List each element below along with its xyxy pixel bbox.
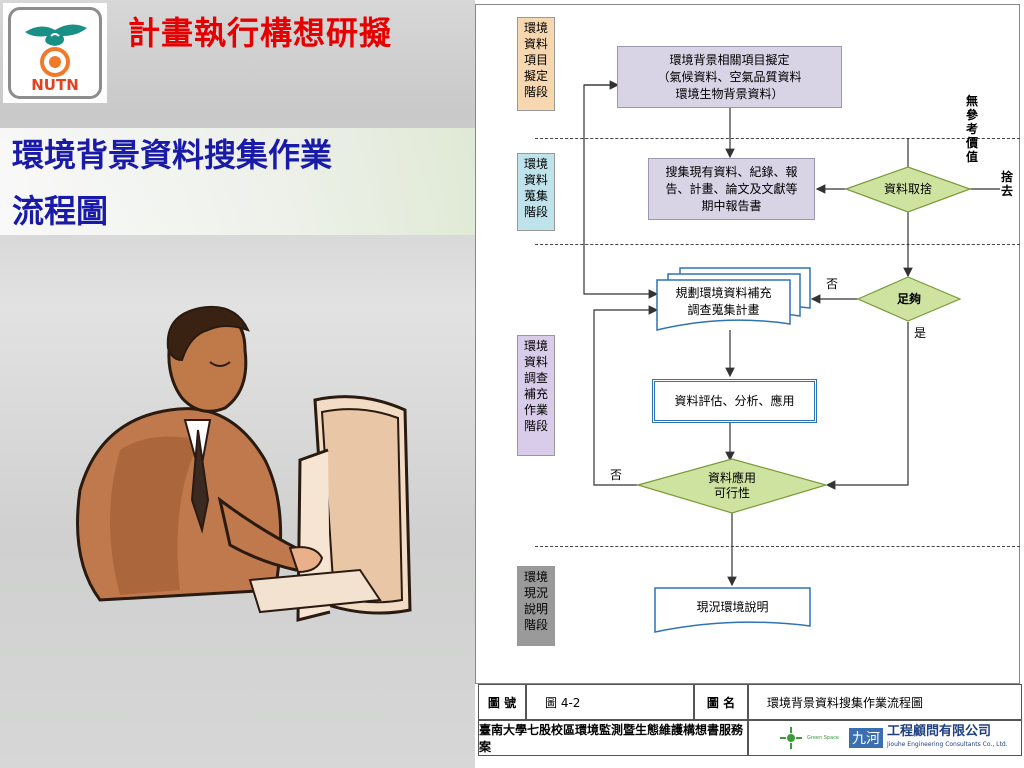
decision-feasibility: 資料應用 可行性	[672, 470, 792, 502]
label-discard: 捨 去	[1000, 170, 1013, 198]
label-no-2: 否	[610, 468, 623, 482]
label-no-1: 否	[826, 277, 839, 291]
decision-feasibility-text: 資料應用 可行性	[707, 471, 756, 500]
process-box-collect-text: 搜集現有資料、紀錄、報 告、計畫、論文及文獻等 期中報告書	[665, 164, 798, 213]
flowchart-frame	[475, 4, 1020, 684]
logo-frame: NUTN	[8, 7, 102, 99]
stage-divider-3	[535, 546, 1020, 547]
process-box-evaluation-text: 資料評估、分析、應用	[674, 393, 795, 408]
company-name-block: 工程顧問有限公司 Jiouhe Engineering Consultants …	[887, 725, 1008, 751]
nutn-logo: NUTN	[3, 3, 107, 103]
decision-sufficient: 足夠	[872, 288, 946, 310]
stage-label-survey: 環境 資料 調查 補充 作業 階段	[517, 335, 555, 456]
fig-name-value: 環境背景資料搜集作業流程圖	[748, 684, 1022, 720]
fig-name-label: 圖 名	[694, 684, 748, 720]
company-name: 工程顧問有限公司	[886, 724, 991, 739]
green-space-logo-text: Green Space	[807, 735, 839, 741]
stage-label-collection: 環境 資料 蒐集 階段	[517, 153, 555, 231]
stage-divider-1	[535, 138, 1020, 139]
nutn-emblem-icon	[25, 24, 87, 77]
page-title: 計畫執行構想研擬	[128, 14, 393, 52]
subtitle-band	[0, 128, 475, 235]
label-no-reference-value: 無 參 考 價 值	[965, 94, 978, 164]
company-name-en: Jiouhe Engineering Consultants Co., Ltd.	[886, 741, 1008, 748]
company-mark: 九河	[848, 728, 883, 748]
decision-data-selection: 資料取捨	[860, 178, 956, 200]
document-box-survey-plan: 規劃環境資料補充 調查蒐集計畫	[657, 282, 790, 322]
stage-label-description: 環境 現況 說明 階段	[517, 566, 555, 646]
green-space-logo-icon	[780, 727, 802, 749]
fig-no-label: 圖 號	[478, 684, 526, 720]
man-at-computer-illustration	[76, 306, 412, 622]
label-yes: 是	[914, 326, 927, 340]
document-box-status: 現況環境說明	[655, 589, 810, 625]
stage-divider-2	[535, 244, 1020, 245]
document-box-status-text: 現況環境說明	[696, 599, 769, 614]
process-box-item-planning-text: 環境背景相關項目擬定 （氣候資料、空氣品質資料 環境生物背景資料）	[657, 52, 802, 101]
process-box-item-planning: 環境背景相關項目擬定 （氣候資料、空氣品質資料 環境生物背景資料）	[617, 46, 842, 108]
stage-label-planning: 環境 資料 項目 擬定 階段	[517, 17, 555, 111]
logo-text: NUTN	[31, 76, 79, 94]
document-box-survey-plan-text: 規劃環境資料補充 調查蒐集計畫	[675, 286, 772, 317]
subtitle-line-2: 流程圖	[12, 192, 109, 230]
fig-no-value: 圖 4-2	[526, 684, 694, 720]
flowchart-connectors	[583, 80, 1000, 633]
decision-sufficient-text: 足夠	[896, 291, 921, 306]
project-name: 臺南大學七股校區環境監測暨生態維護構想書服務案	[478, 720, 748, 756]
process-box-collect: 搜集現有資料、紀錄、報 告、計畫、論文及文獻等 期中報告書	[648, 158, 815, 220]
process-box-evaluation: 資料評估、分析、應用	[652, 379, 817, 423]
decision-data-selection-text: 資料取捨	[883, 181, 932, 196]
company-logo-cell: Green Space 九河 工程顧問有限公司 Jiouhe Engineeri…	[748, 720, 1022, 756]
subtitle-line-1: 環境背景資料搜集作業	[12, 136, 333, 174]
